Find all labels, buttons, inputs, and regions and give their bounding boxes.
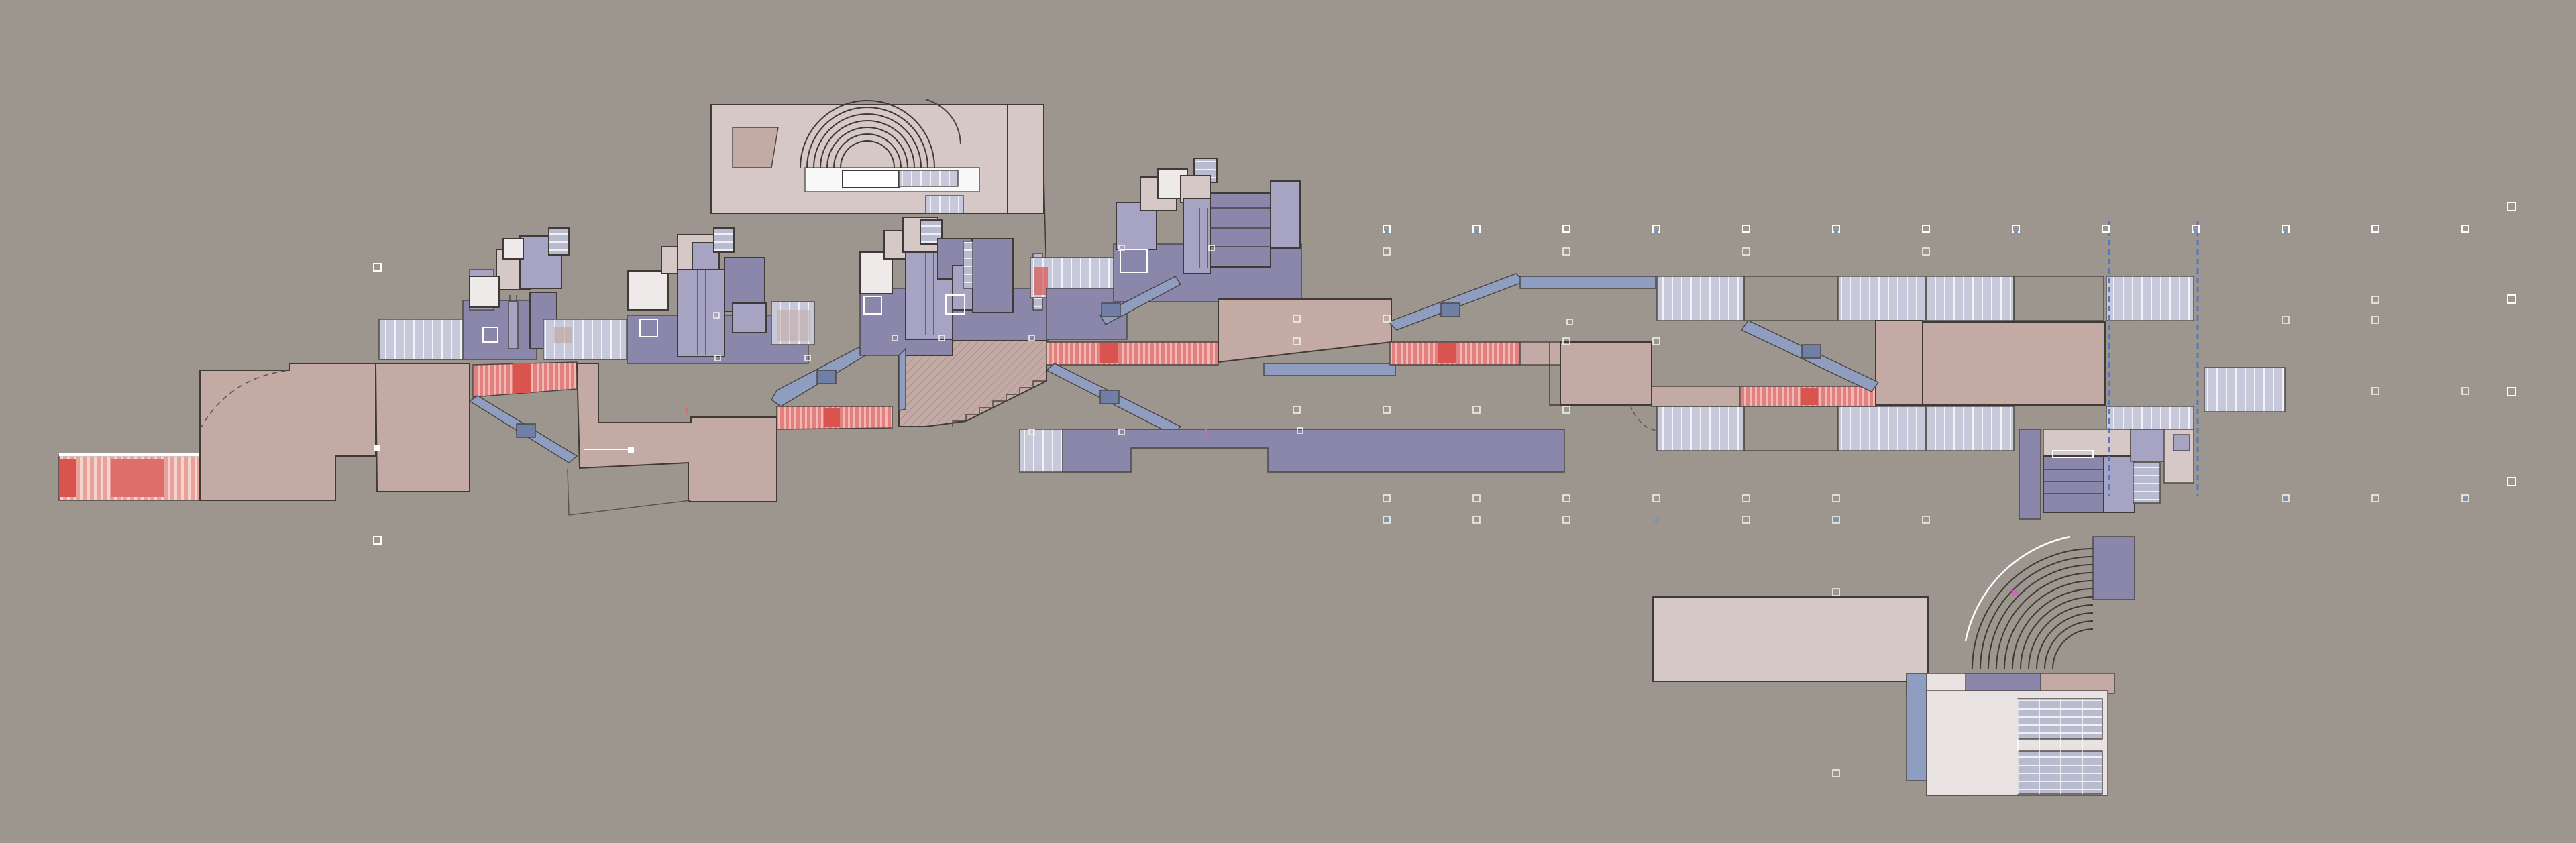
amphitheatre-icon — [800, 100, 935, 168]
ramp-south — [1045, 363, 1396, 435]
ramp-west — [468, 395, 578, 463]
ramp-4 — [1099, 276, 1182, 325]
west-volume — [199, 363, 470, 501]
grid-lines-east — [2108, 221, 2199, 496]
ramp-east — [1387, 273, 1656, 331]
south-purple-bar — [1019, 429, 1565, 473]
east-tower-cluster — [2019, 367, 2286, 520]
stair-band-east — [1389, 341, 1652, 406]
central-terraced-volume — [898, 340, 1047, 427]
tower-cluster-2 — [627, 227, 815, 364]
stair-link-1 — [472, 319, 627, 398]
amphitheatre-icon — [1972, 548, 2094, 670]
grid-markers-west — [373, 263, 382, 545]
ramp-2 — [771, 347, 893, 430]
south-east-amphitheatre — [1652, 535, 2135, 796]
grid-markers-east — [1293, 202, 2516, 777]
grid-markers-spine — [714, 245, 1573, 435]
east-hall-volume — [1629, 320, 2106, 431]
grid-dots — [1385, 230, 2467, 522]
central-south-volume — [567, 363, 777, 516]
stair-band-central — [1046, 298, 1392, 366]
north-amphitheatre — [710, 99, 1049, 336]
east-stair-row-bottom — [1656, 406, 2194, 451]
tower-cluster-1 — [378, 227, 570, 360]
tower-cluster-3 — [859, 217, 1049, 356]
east-stair-row-top — [1656, 276, 2194, 321]
